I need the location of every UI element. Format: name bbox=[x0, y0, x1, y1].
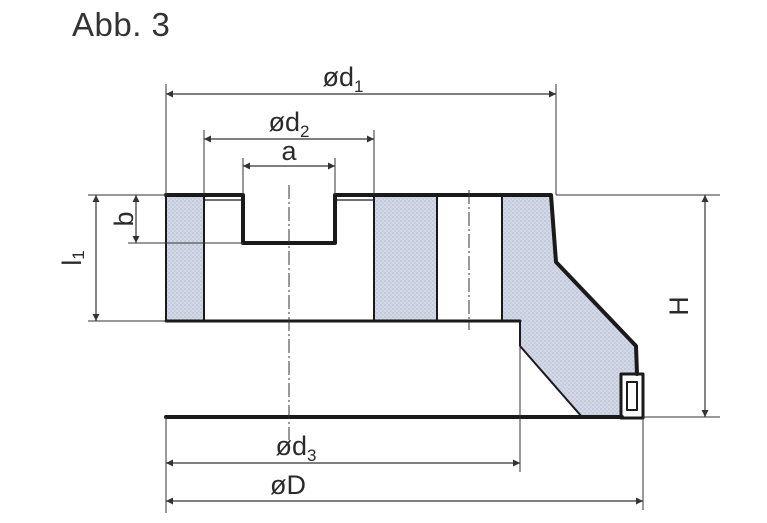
dimension-lines bbox=[92, 90, 709, 505]
label-d1: ød1 bbox=[323, 62, 364, 96]
center-lines bbox=[288, 185, 470, 440]
dimension-labels: ød1 ød2 a b l1 H ød3 øD bbox=[57, 62, 694, 500]
figure-title: Abb. 3 bbox=[72, 6, 171, 43]
label-D: øD bbox=[270, 470, 306, 500]
part-outline bbox=[164, 193, 645, 420]
section-hatching bbox=[166, 195, 637, 417]
hatch-right bbox=[502, 195, 637, 417]
label-b: b bbox=[109, 211, 139, 226]
label-d2: ød2 bbox=[269, 107, 310, 141]
label-H: H bbox=[664, 296, 694, 316]
insert-pocket bbox=[619, 372, 645, 420]
insert-pocket-inner bbox=[626, 381, 638, 411]
label-d3: ød3 bbox=[276, 431, 317, 465]
label-a: a bbox=[281, 136, 297, 166]
hatch-middle bbox=[374, 195, 437, 321]
hatch-left bbox=[166, 195, 204, 321]
label-l1: l1 bbox=[57, 250, 88, 265]
